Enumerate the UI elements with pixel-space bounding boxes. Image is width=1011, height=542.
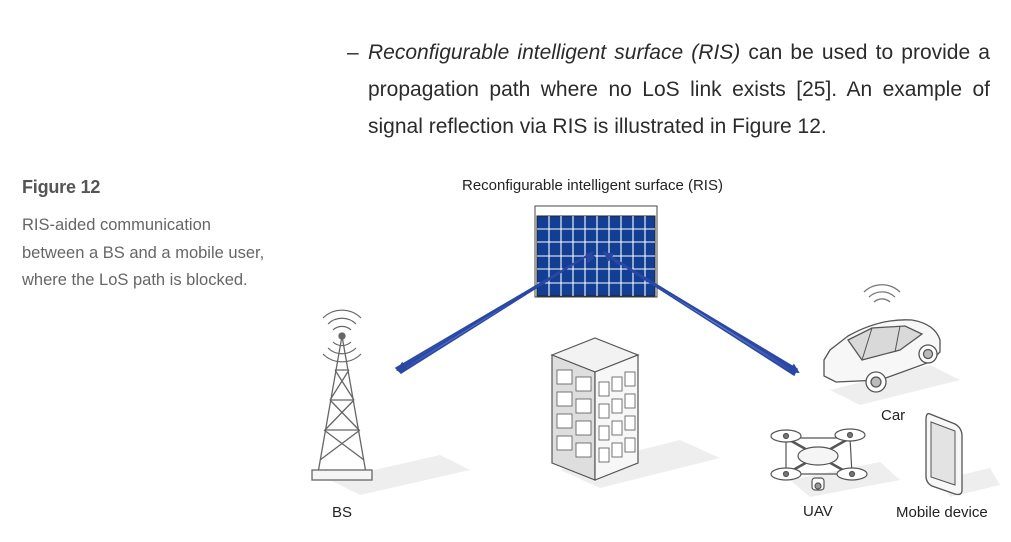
car-icon: [823, 319, 941, 393]
label-mobile-device: Mobile device: [896, 504, 988, 521]
figure-caption: RIS-aided communication between a BS and…: [22, 216, 265, 289]
ground-shadows: [330, 365, 1000, 497]
wifi-signal-icon: [863, 284, 901, 303]
reflection-beams: [394, 251, 800, 377]
label-ris: Reconfigurable intelligent surface (RIS): [462, 177, 723, 194]
building-icon: [550, 337, 640, 481]
body-paragraph-rest: can be used to provide a propagation pat…: [368, 41, 990, 138]
uav-drone-icon: [770, 428, 868, 491]
figure-number: Figure 12: [22, 177, 101, 197]
label-uav: UAV: [803, 503, 833, 520]
mobile-device-icon: [925, 412, 963, 496]
list-dash: –: [347, 41, 359, 64]
label-bs: BS: [332, 504, 353, 521]
base-station-tower-icon: [311, 309, 373, 481]
body-paragraph-text: Reconfigurable intelligent surface (RIS)…: [368, 34, 990, 145]
ris-term: Reconfigurable intelligent surface (RIS): [368, 41, 741, 64]
body-paragraph: – Reconfigurable intelligent surface (RI…: [347, 34, 990, 145]
ris-panel: [534, 205, 658, 298]
label-car: Car: [881, 407, 906, 424]
